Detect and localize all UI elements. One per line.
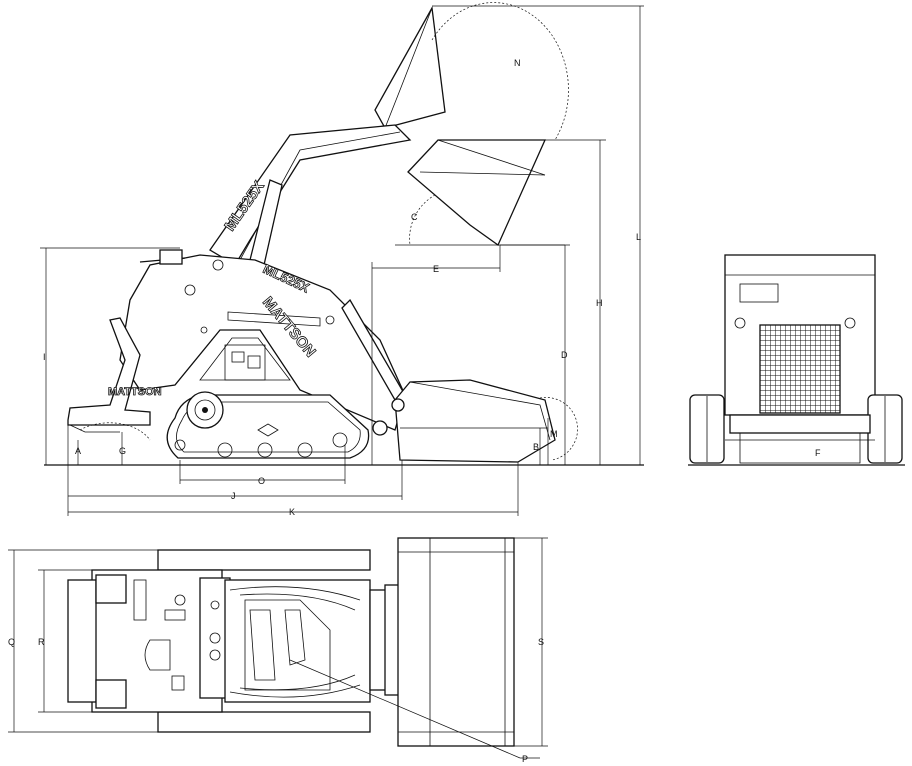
label-r: R <box>38 637 45 647</box>
top-view: Q R S P <box>8 537 548 764</box>
dim-leader-p <box>289 659 521 759</box>
operator-platform <box>67 317 151 426</box>
label-j: J <box>231 491 236 501</box>
front-bumper <box>729 414 871 434</box>
label-p: P <box>522 754 528 764</box>
top-engine-area <box>224 579 371 703</box>
tilt-cylinder <box>227 311 321 327</box>
label-c: C <box>411 212 418 222</box>
raised-bucket-level <box>407 139 547 246</box>
dim-arc-c <box>409 194 436 246</box>
label-l: L <box>636 232 641 242</box>
label-b: B <box>533 442 539 452</box>
label-s: S <box>538 637 544 647</box>
label-f: F <box>815 448 821 458</box>
front-view: F <box>688 254 905 466</box>
brand-label-rear: MATTSON <box>108 386 162 398</box>
front-grill <box>759 324 841 414</box>
loader-frame <box>119 254 406 431</box>
label-m: M <box>550 429 558 439</box>
raised-bucket-dumped <box>374 5 446 129</box>
top-track-upper <box>157 549 371 571</box>
label-q: Q <box>8 637 15 647</box>
dim-arc-n <box>431 2 569 141</box>
lowered-bucket <box>394 379 556 463</box>
label-e: E <box>433 264 439 274</box>
top-track-lower <box>157 711 371 733</box>
label-n: N <box>514 58 521 68</box>
label-g: G <box>119 446 126 456</box>
label-k: K <box>289 507 295 517</box>
label-o: O <box>258 476 265 486</box>
lift-arm-raised <box>209 124 412 266</box>
label-i: I <box>43 352 46 362</box>
label-a: A <box>75 446 81 456</box>
label-d: D <box>561 350 568 360</box>
side-view: ML525X ML525X MATTSON MATTSON <box>40 2 644 517</box>
top-bucket <box>397 537 515 747</box>
label-h: H <box>596 298 603 308</box>
